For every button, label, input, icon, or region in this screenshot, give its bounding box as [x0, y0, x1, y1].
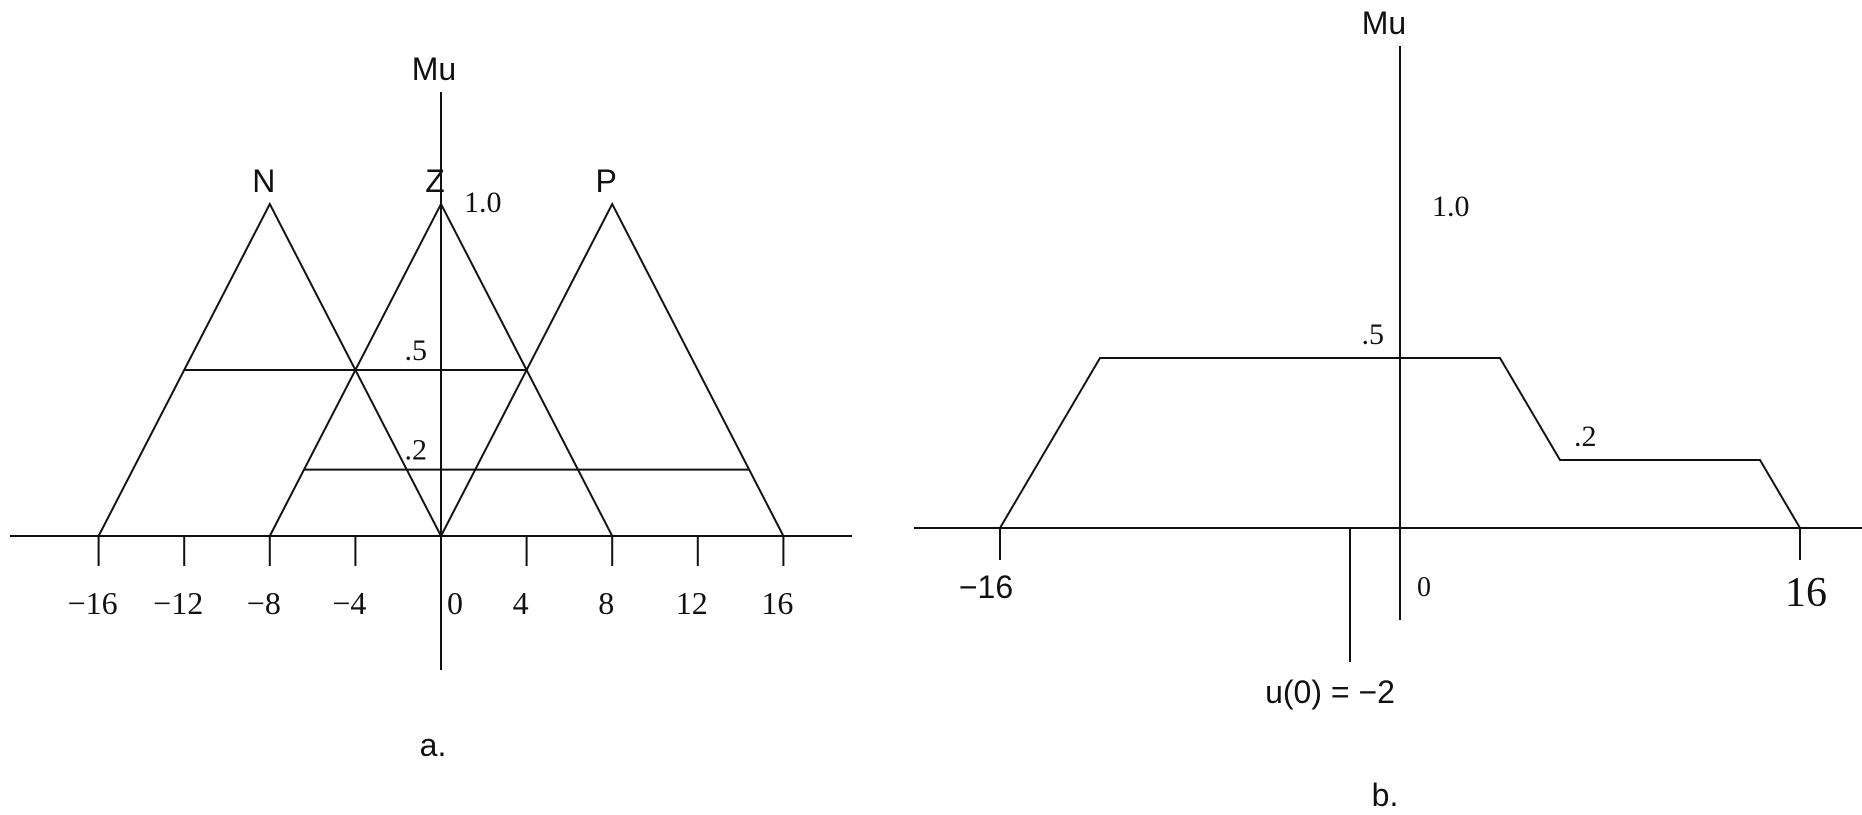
x-tick-label: −4 [332, 585, 366, 621]
panel-a: Mu 1.0 N Z P .5 .2 −16 −12 −8 −4 0 4 8 12 16 a. [10, 51, 852, 763]
panel-a-levels: .5 .2 [184, 334, 750, 471]
panel-b-peak-label: 1.0 [1432, 190, 1470, 223]
x-tick-label: 4 [513, 585, 529, 621]
membership-triangle-p [440, 201, 785, 537]
x-tick-label: −12 [153, 585, 203, 621]
panel-b-output-shape [999, 357, 1801, 529]
set-label-n: N [252, 163, 275, 199]
panel-b-ticks: −16 0 16 [959, 528, 1827, 616]
x-tick-label: −16 [959, 569, 1013, 605]
panel-a-ticks: −16 −12 −8 −4 0 4 8 12 16 [68, 536, 793, 621]
level-label: .5 [1362, 318, 1385, 351]
panel-b-y-axis-label: Mu [1362, 5, 1406, 41]
x-tick-label: 12 [676, 585, 708, 621]
x-tick-label: 16 [1785, 570, 1827, 616]
alpha-cut-label: .5 [405, 334, 428, 367]
membership-triangle-n [97, 201, 442, 537]
membership-triangle-z [268, 201, 614, 537]
panel-b-level-labels: .5 .2 [1362, 318, 1597, 453]
x-tick-label: 16 [761, 585, 793, 621]
panel-b: Mu 1.0 .5 .2 −16 0 16 u(0) = −2 b. [914, 5, 1862, 813]
panel-a-caption: a. [420, 727, 447, 763]
set-label-p: P [596, 163, 617, 199]
level-label: .2 [1574, 420, 1597, 453]
panel-a-y-axis-label: Mu [412, 51, 456, 87]
alpha-cut-label: .2 [405, 434, 428, 467]
x-tick-label: 0 [447, 585, 463, 621]
x-tick-label: −8 [247, 585, 281, 621]
panel-a-peak-label: 1.0 [464, 186, 502, 219]
x-tick-label: 0 [1417, 572, 1431, 603]
x-tick-label: −16 [68, 585, 118, 621]
set-label-z: Z [425, 163, 445, 199]
x-tick-label: 8 [598, 585, 614, 621]
panel-b-caption: b. [1372, 777, 1399, 813]
panel-b-centroid-label: u(0) = −2 [1265, 674, 1395, 710]
